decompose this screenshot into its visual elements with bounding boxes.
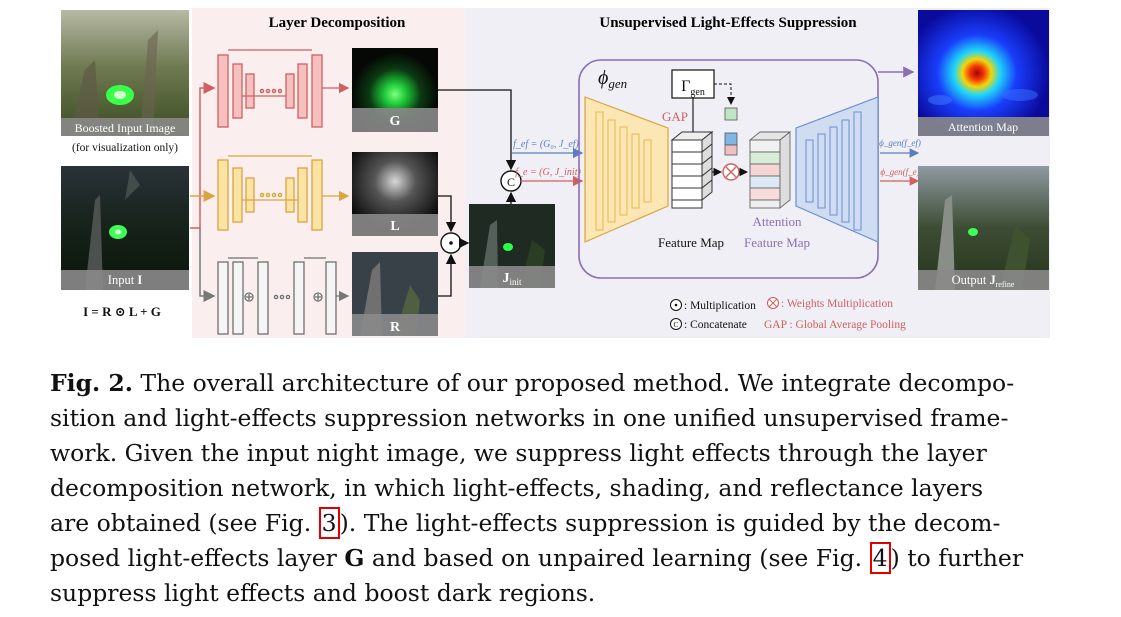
legend-weights: : Weights Multiplication: [781, 298, 893, 310]
attention-label-1: Attention: [752, 214, 802, 229]
generator-decoder: [795, 96, 879, 243]
j-init-image: Jinit: [469, 204, 555, 288]
gamma-main: Γ: [681, 78, 690, 95]
legend-gap: GAP : Global Average Pooling: [764, 319, 906, 331]
boosted-input-label: Boosted Input Image: [75, 121, 176, 135]
attention-map-label: Attention Map: [948, 120, 1018, 134]
arrow-to-r-branch: [199, 228, 216, 302]
arrow-l-to-mult: [438, 195, 457, 233]
g-layer-label: G: [390, 114, 401, 129]
legend-multiplication: : Multiplication: [684, 300, 756, 312]
visualization-note: (for visualization only): [72, 142, 178, 154]
input-symbol: I: [137, 273, 142, 287]
r-network: [217, 257, 350, 335]
caption-bold-g: G: [344, 544, 365, 572]
caption-text-5b: ). The light-effects suppression is guid…: [339, 509, 1001, 537]
gap-label: GAP: [662, 109, 688, 124]
l-network: [217, 155, 350, 231]
caption-line-4: decomposition network, in which light-ef…: [50, 474, 984, 502]
j-init-sub: init: [509, 277, 522, 287]
svg-text:Jinit: Jinit: [502, 271, 522, 287]
caption-text-6a: posed light-effects layer: [50, 544, 345, 572]
caption-text-1: The overall architecture of our proposed…: [132, 369, 1015, 397]
weights-vector: [724, 107, 738, 156]
caption-text-5a: are obtained (see Fig.: [50, 509, 319, 537]
svg-text:Input I: Input I: [108, 273, 143, 287]
r-layer-image: R: [352, 252, 438, 336]
svg-text:Output Jrefine: Output Jrefine: [952, 273, 1015, 289]
caption-line-2: sition and light-effects suppression net…: [50, 404, 1009, 432]
phi-f-e-label: ϕ_gen(f_e): [880, 167, 919, 177]
concat-symbol: C: [507, 175, 515, 189]
r-layer-label: R: [390, 320, 401, 335]
g-layer-image: G: [352, 48, 438, 132]
caption-line-1: Fig. 2. The overall architecture of our …: [50, 366, 1060, 401]
f-e-label: f_e = (G, J_init): [515, 167, 581, 178]
f-ef-label: f_ef = (G₀, J_ef): [513, 139, 579, 150]
attention-label-2: Feature Map: [744, 235, 810, 250]
caption-text-6b: and based on unpaired learning (see Fig.: [364, 544, 870, 572]
legend: : Multiplication C : Concatenate : Weigh…: [670, 296, 906, 331]
gamma-gen-box: Γgen: [671, 69, 715, 99]
legend-concatenate: : Concatenate: [684, 319, 747, 331]
multiplication-node: [440, 232, 462, 254]
boosted-input-image: Boosted Input Image: [61, 10, 189, 136]
input-label: Input: [108, 273, 138, 287]
caption-text-6c: ) to further: [890, 544, 1024, 572]
svg-text:ϕgen: ϕgen: [598, 67, 627, 91]
arrow-to-g-branch: [190, 82, 216, 229]
g-network: [217, 49, 350, 128]
svg-text:C: C: [673, 320, 678, 329]
output-symbol-sub: refine: [996, 280, 1015, 289]
output-refine-image: Output Jrefine: [918, 166, 1049, 290]
arrow-g-to-concat: [438, 89, 517, 171]
caption-label: Fig. 2.: [50, 369, 133, 397]
svg-text:Γgen: Γgen: [681, 78, 705, 98]
feature-map-stack: [670, 130, 714, 209]
feature-map-label: Feature Map: [658, 235, 724, 250]
figure-4-link[interactable]: 4: [869, 542, 891, 574]
attention-feature-map-stack: [748, 131, 792, 209]
weights-multiplication-node: [722, 163, 740, 181]
input-image: Input I: [61, 166, 189, 290]
phi-f-ef-label: ϕ_gen(f_ef): [879, 138, 921, 148]
l-layer-label: L: [390, 219, 399, 234]
stage1-title: Layer Decomposition: [269, 15, 406, 31]
generator-encoder: [584, 96, 669, 243]
output-label: Output: [952, 273, 990, 287]
decomposition-equation: I = R ⊙ L + G: [83, 304, 161, 319]
output-symbol-main: J: [989, 273, 995, 287]
architecture-diagram: Layer Decomposition Unsupervised Light-E…: [61, 8, 1050, 338]
gamma-sub: gen: [690, 87, 704, 98]
phi-sub: gen: [608, 76, 627, 91]
attention-map-image: Attention Map: [918, 10, 1049, 136]
figure-caption: Fig. 2. The overall architecture of our …: [50, 366, 1060, 611]
caption-line-6: posed light-effects layer G and based on…: [50, 541, 1060, 576]
arrow-r-to-mult: [438, 253, 457, 297]
arrow-gamma-to-weights: [714, 83, 735, 105]
phi-main: ϕ: [598, 67, 608, 89]
l-layer-image: L: [352, 152, 438, 236]
caption-line-5: are obtained (see Fig. 3). The light-eff…: [50, 506, 1060, 541]
figure-3-link[interactable]: 3: [318, 507, 340, 539]
caption-line-7: suppress light effects and boost dark re…: [50, 579, 596, 607]
caption-line-3: work. Given the input night image, we su…: [50, 439, 987, 467]
stage2-title: Unsupervised Light-Effects Suppression: [599, 15, 857, 31]
j-init-main: J: [502, 271, 509, 286]
